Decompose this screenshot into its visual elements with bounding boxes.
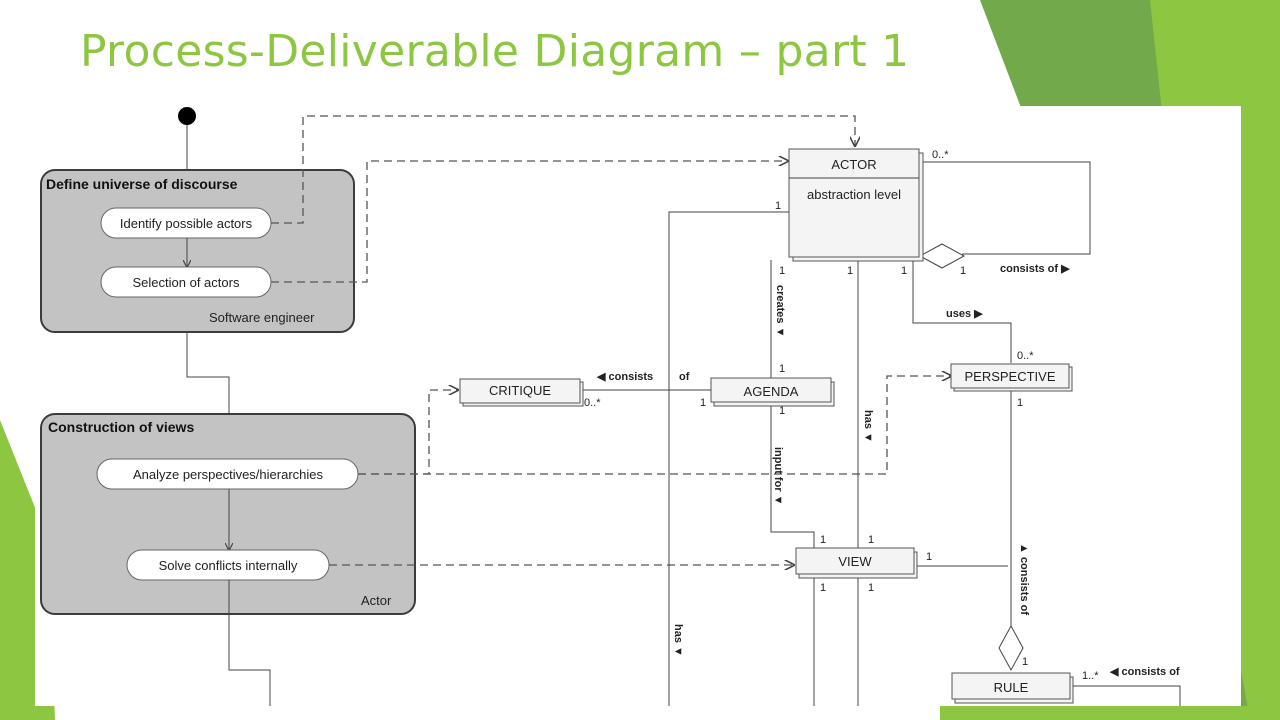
relation-uses: uses ▶ xyxy=(946,308,983,320)
deliverable-critique[interactable]: CRITIQUE xyxy=(459,378,584,407)
activity-solve-conflicts-label: Solve conflicts internally xyxy=(159,558,298,573)
role-actor: Actor xyxy=(361,593,392,608)
relation-of: of xyxy=(679,371,690,383)
perspective-name: PERSPECTIVE xyxy=(964,369,1055,384)
actor-attribute: abstraction level xyxy=(807,187,901,202)
aggregation-diamond-rule xyxy=(998,624,1024,672)
aggregation-diamond-actor xyxy=(918,243,966,269)
group-construction-views-title: Construction of views xyxy=(48,419,194,435)
rule-name: RULE xyxy=(994,680,1029,695)
relation-consists-of-actor: consists of ▶ xyxy=(1000,263,1070,275)
mult-view-top-left: 1 xyxy=(820,534,826,546)
deliverable-agenda[interactable]: AGENDA xyxy=(710,377,835,407)
activity-solve-conflicts[interactable]: Solve conflicts internally xyxy=(126,549,330,581)
mult-agenda-bottom: 1 xyxy=(779,405,785,417)
activity-analyze-perspectives[interactable]: Analyze perspectives/hierarchies xyxy=(96,458,359,490)
deliverable-actor[interactable]: ACTOR abstraction level xyxy=(788,148,924,262)
activity-selection-actors-label: Selection of actors xyxy=(133,275,240,290)
mult-view-bottom-left: 1 xyxy=(820,582,826,594)
relation-has-view: has ▼ xyxy=(862,410,874,443)
mult-agenda-top: 1 xyxy=(779,363,785,375)
mult-view-right: 1 xyxy=(926,551,932,563)
relation-has-lower: has ▼ xyxy=(672,624,684,657)
critique-name: CRITIQUE xyxy=(489,383,551,398)
group-define-universe-title: Define universe of discourse xyxy=(46,176,238,192)
mult-rule: 1..* xyxy=(1082,670,1099,682)
mult-perspective-bottom: 1 xyxy=(1017,397,1023,409)
mult-actor-creates: 1 xyxy=(779,265,785,277)
mult-actor-uses: 1 xyxy=(901,265,907,277)
group-construction-views: Construction of views Actor xyxy=(40,413,416,615)
relation-creates: creates ▼ xyxy=(774,285,786,337)
activity-identify-actors[interactable]: Identify possible actors xyxy=(100,207,272,239)
slide-title: Process-Deliverable Diagram – part 1 xyxy=(80,26,910,77)
relation-input-for: input for ▼ xyxy=(772,447,784,506)
relation-consists-critique: ◀ consists xyxy=(596,371,653,383)
mult-view-top-right: 1 xyxy=(868,534,874,546)
mult-actor-has: 1 xyxy=(775,200,781,212)
role-software-engineer: Software engineer xyxy=(209,310,315,325)
mult-rule-top: 1 xyxy=(1022,656,1028,668)
activity-identify-actors-label: Identify possible actors xyxy=(120,216,253,231)
deliverable-rule[interactable]: RULE xyxy=(951,672,1074,704)
mult-critique: 0..* xyxy=(584,397,601,409)
agenda-name: AGENDA xyxy=(744,384,799,399)
mult-agenda-left: 1 xyxy=(700,397,706,409)
mult-view-bottom-right: 1 xyxy=(868,582,874,594)
mult-perspective-top: 0..* xyxy=(1017,350,1034,362)
deliverable-view[interactable]: VIEW xyxy=(795,547,918,579)
activity-selection-actors[interactable]: Selection of actors xyxy=(100,266,272,298)
mult-actor-self: 0..* xyxy=(932,149,949,161)
mult-actor-consists: 1 xyxy=(960,265,966,277)
deliverable-perspective[interactable]: PERSPECTIVE xyxy=(950,363,1073,392)
actor-name: ACTOR xyxy=(831,157,876,172)
relation-consists-of-rule: ◀ consists of xyxy=(1109,666,1180,678)
mult-actor-view: 1 xyxy=(847,265,853,277)
start-node xyxy=(178,107,196,125)
group-define-universe: Define universe of discourse Software en… xyxy=(40,169,355,333)
view-name: VIEW xyxy=(838,554,872,569)
activity-analyze-perspectives-label: Analyze perspectives/hierarchies xyxy=(133,467,324,482)
relation-consists-of-perspective: ▲ consists of xyxy=(1018,543,1030,615)
